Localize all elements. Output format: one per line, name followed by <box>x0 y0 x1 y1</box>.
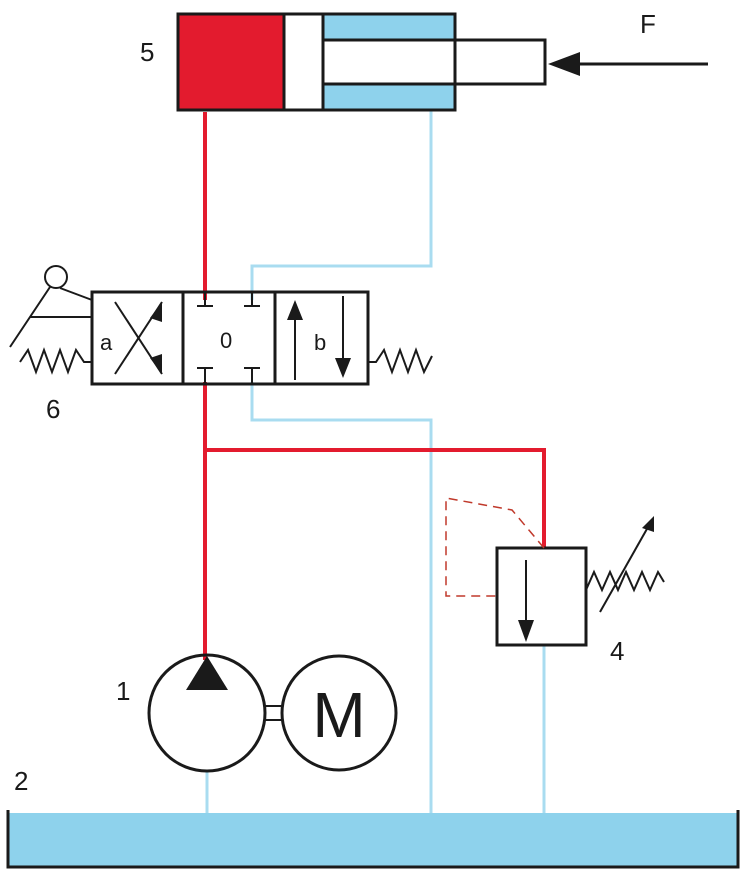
cylinder-number-label: 5 <box>140 37 154 67</box>
valve-return-line <box>250 382 433 813</box>
electric-motor: M <box>280 654 398 772</box>
pump <box>147 653 267 773</box>
return-lines <box>205 110 546 813</box>
pressure-relief-valve <box>445 497 665 647</box>
cylinder-rod-line <box>250 110 433 300</box>
tank-outline <box>6 810 740 869</box>
tank-oil <box>8 813 738 867</box>
cylinder-rod <box>321 38 547 86</box>
force-arrow-head <box>548 52 580 76</box>
spring-icon <box>19 347 92 375</box>
valve-position-0 <box>197 292 260 384</box>
valve-position-a <box>114 301 163 375</box>
pump-direction-triangle <box>186 656 228 690</box>
valve-position-b <box>287 296 351 380</box>
pump-symbol-icon <box>147 653 267 773</box>
tank-number-label: 2 <box>14 766 28 796</box>
adjustable-spring-arrow <box>599 519 653 613</box>
valve-number-label: 6 <box>46 394 60 424</box>
valve-body <box>90 290 370 386</box>
force-label: F <box>640 9 656 39</box>
cylinder-cap-chamber <box>178 14 284 110</box>
cylinder-piston <box>282 12 325 112</box>
directional-control-valve: a 0 b <box>9 265 433 386</box>
relief-valve-arrow-head <box>518 620 534 642</box>
motor-symbol-icon <box>280 654 398 772</box>
pressure-lines <box>203 112 546 660</box>
pump-motor-coupling <box>265 705 283 721</box>
adjustable-spring-arrow-head <box>642 516 654 532</box>
adjustable-spring-icon <box>585 569 665 593</box>
spring-icon <box>368 347 433 375</box>
tank <box>6 810 740 869</box>
relief-supply-line <box>205 448 546 548</box>
valve-position-b-label: b <box>314 330 326 355</box>
valve-position-a-label: a <box>100 330 113 355</box>
motor-label: M <box>312 679 365 751</box>
relief-valve-number-label: 4 <box>610 636 624 666</box>
relief-valve-body <box>495 546 588 647</box>
pilot-line <box>445 497 545 597</box>
hydraulic-cylinder <box>176 12 547 112</box>
cylinder-rod-chamber-top <box>323 14 455 40</box>
hand-lever-icon <box>9 265 93 348</box>
cylinder-rod-chamber-bottom <box>323 84 455 110</box>
force-arrow <box>548 52 708 76</box>
pump-number-label: 1 <box>116 676 130 706</box>
valve-position-0-label: 0 <box>220 328 232 353</box>
